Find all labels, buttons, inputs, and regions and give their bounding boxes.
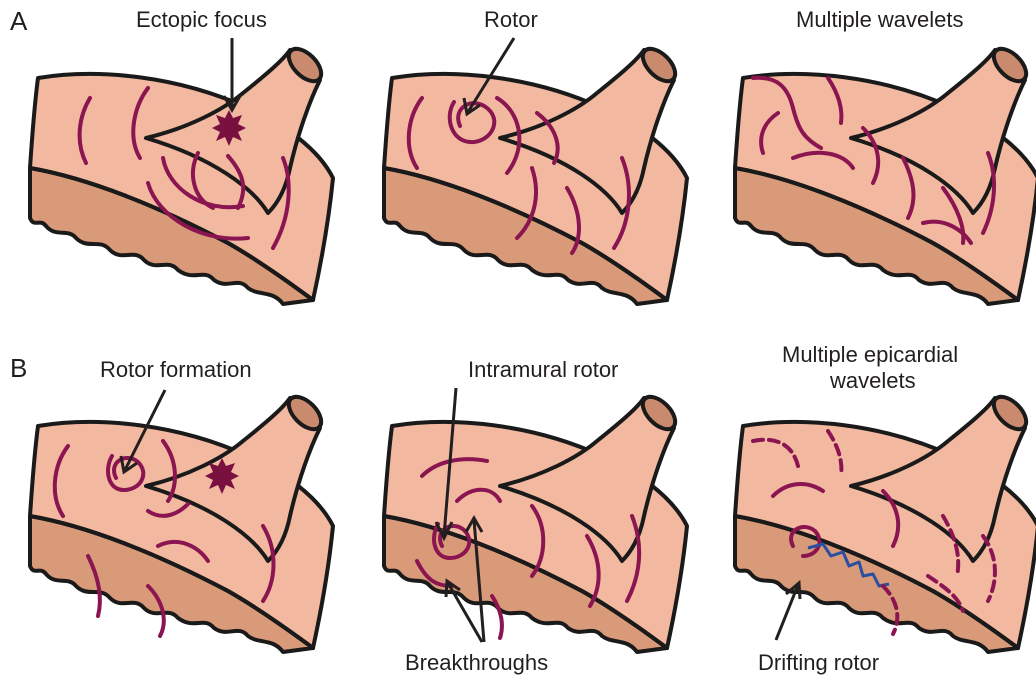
- panel-multiple-epicardial-wavelets: [735, 391, 1036, 652]
- label-drifting-rotor: Drifting rotor: [758, 650, 879, 675]
- panel-intramural-rotor: [384, 391, 687, 652]
- label-multiple-wavelets: Multiple wavelets: [796, 7, 964, 32]
- arrow-drifting-rotor: [776, 583, 800, 640]
- row-a-letter: A: [10, 6, 28, 36]
- panel-multiple-wavelets: [735, 43, 1036, 304]
- label-multiple-epicardial-line1: Multiple epicardial: [782, 342, 958, 367]
- label-rotor: Rotor: [484, 7, 538, 32]
- label-breakthroughs: Breakthroughs: [405, 650, 548, 675]
- label-intramural-rotor: Intramural rotor: [468, 357, 618, 382]
- label-ectopic-focus: Ectopic focus: [136, 7, 267, 32]
- panel-ectopic-focus: [30, 43, 333, 304]
- panel-rotor: [384, 43, 687, 304]
- row-b-letter: B: [10, 353, 27, 383]
- arrow-ectopic-focus: [224, 38, 240, 110]
- label-multiple-epicardial-line2: wavelets: [829, 368, 916, 393]
- label-rotor-formation: Rotor formation: [100, 357, 252, 382]
- panel-rotor-formation: [30, 391, 333, 652]
